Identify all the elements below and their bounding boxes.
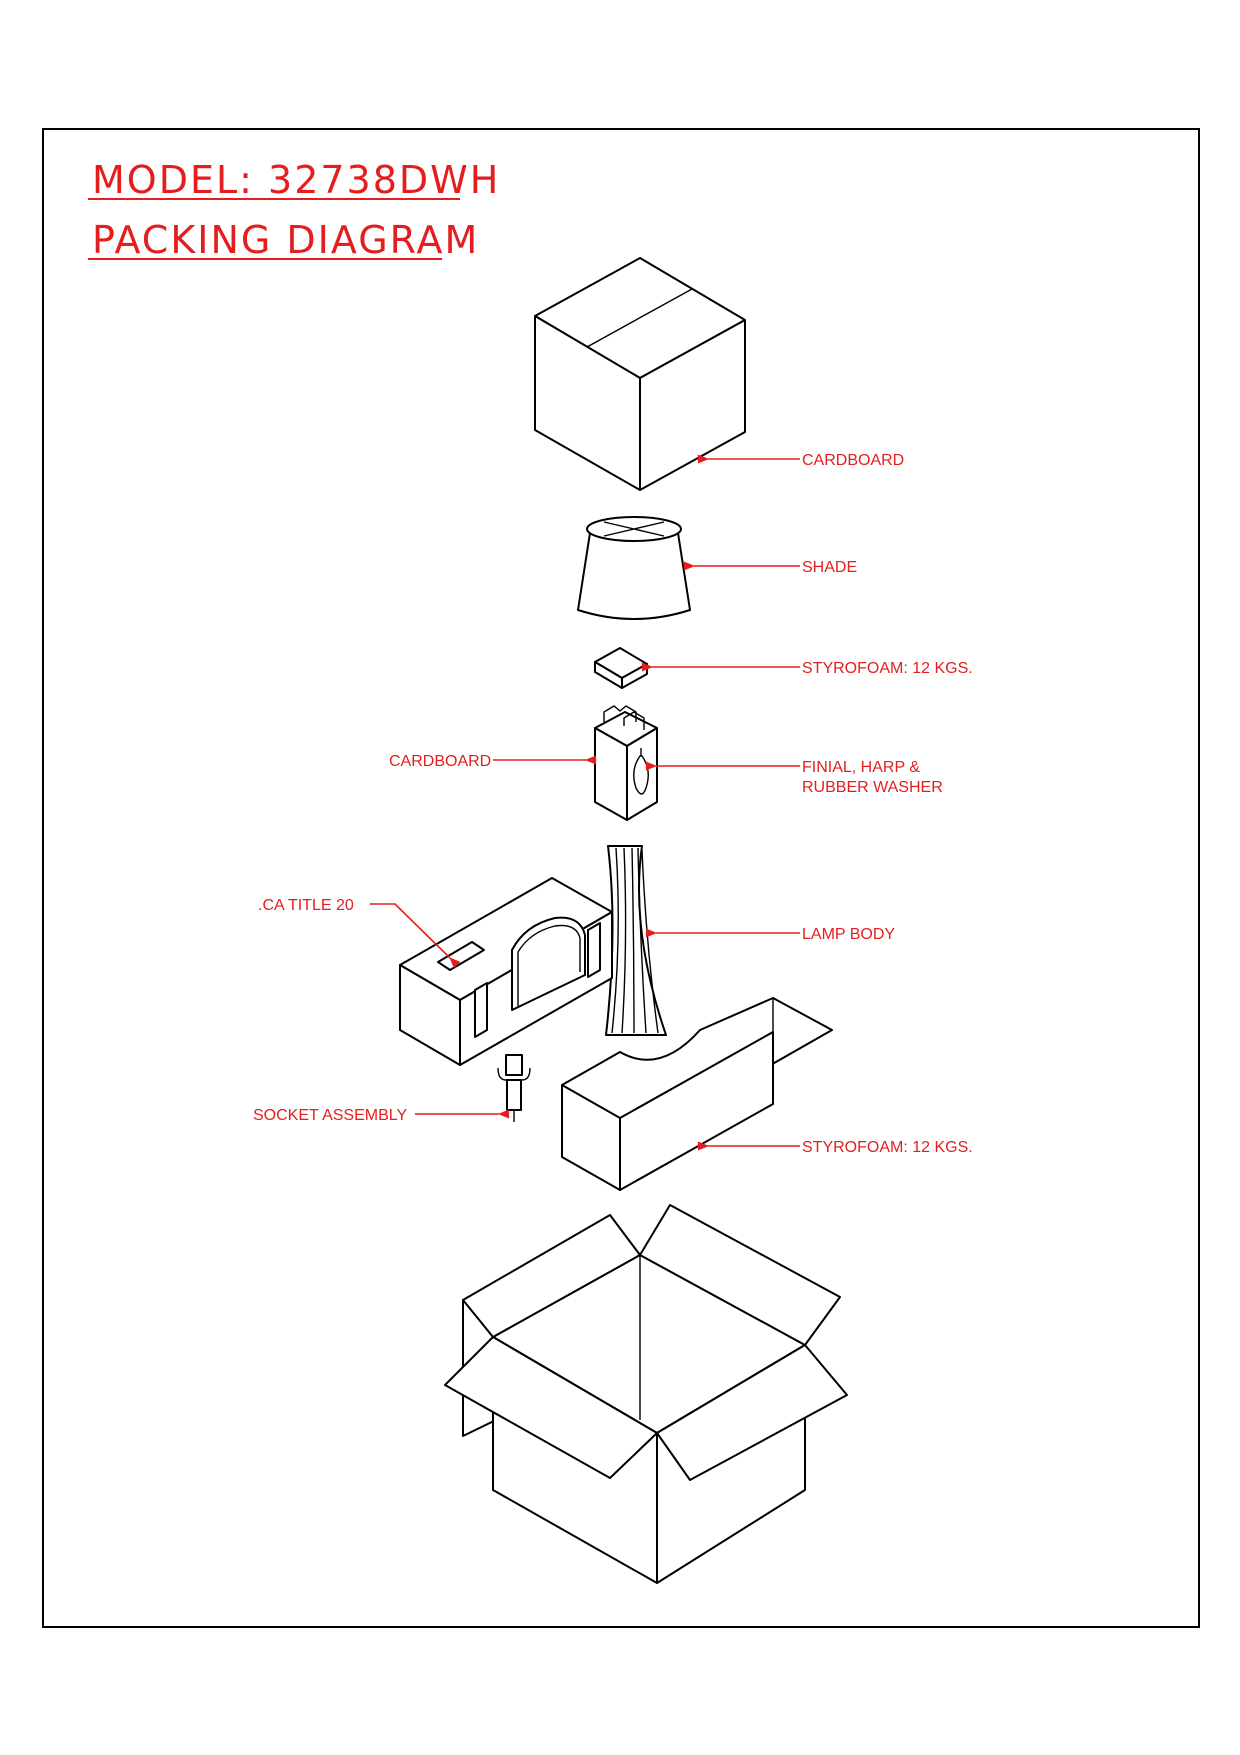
label-finial-line2: RUBBER WASHER (802, 779, 943, 796)
label-styrofoam-small: STYROFOAM: 12 KGS. (802, 660, 973, 677)
model-title: MODEL: 32738DWH (92, 158, 501, 202)
open-box (444, 1204, 848, 1584)
label-outer-box: CARDBOARD (802, 452, 904, 469)
closed-box (534, 257, 746, 491)
lamp-body (605, 845, 667, 1036)
label-cardboard-insert: CARDBOARD (389, 753, 491, 770)
cardboard-insert (594, 705, 658, 821)
styrofoam-left (399, 877, 613, 1066)
styrofoam-right (561, 997, 833, 1191)
label-finial-line1: FINIAL, HARP & (802, 759, 920, 776)
label-styrofoam-large: STYROFOAM: 12 KGS. (802, 1139, 973, 1156)
model-title-underline (88, 198, 460, 200)
diagram-title: PACKING DIAGRAM (92, 218, 480, 262)
socket-assembly (497, 1054, 531, 1122)
lamp-shade (577, 516, 691, 620)
label-shade: SHADE (802, 559, 857, 576)
label-ca-title: .CA TITLE 20 (258, 897, 354, 914)
drawing-frame (42, 128, 1200, 1628)
leader-ca-title (370, 903, 461, 969)
label-socket-assembly: SOCKET ASSEMBLY (253, 1107, 407, 1124)
label-lamp-body: LAMP BODY (802, 926, 895, 943)
diagram-title-underline (88, 258, 442, 260)
styrofoam-small (594, 647, 648, 689)
